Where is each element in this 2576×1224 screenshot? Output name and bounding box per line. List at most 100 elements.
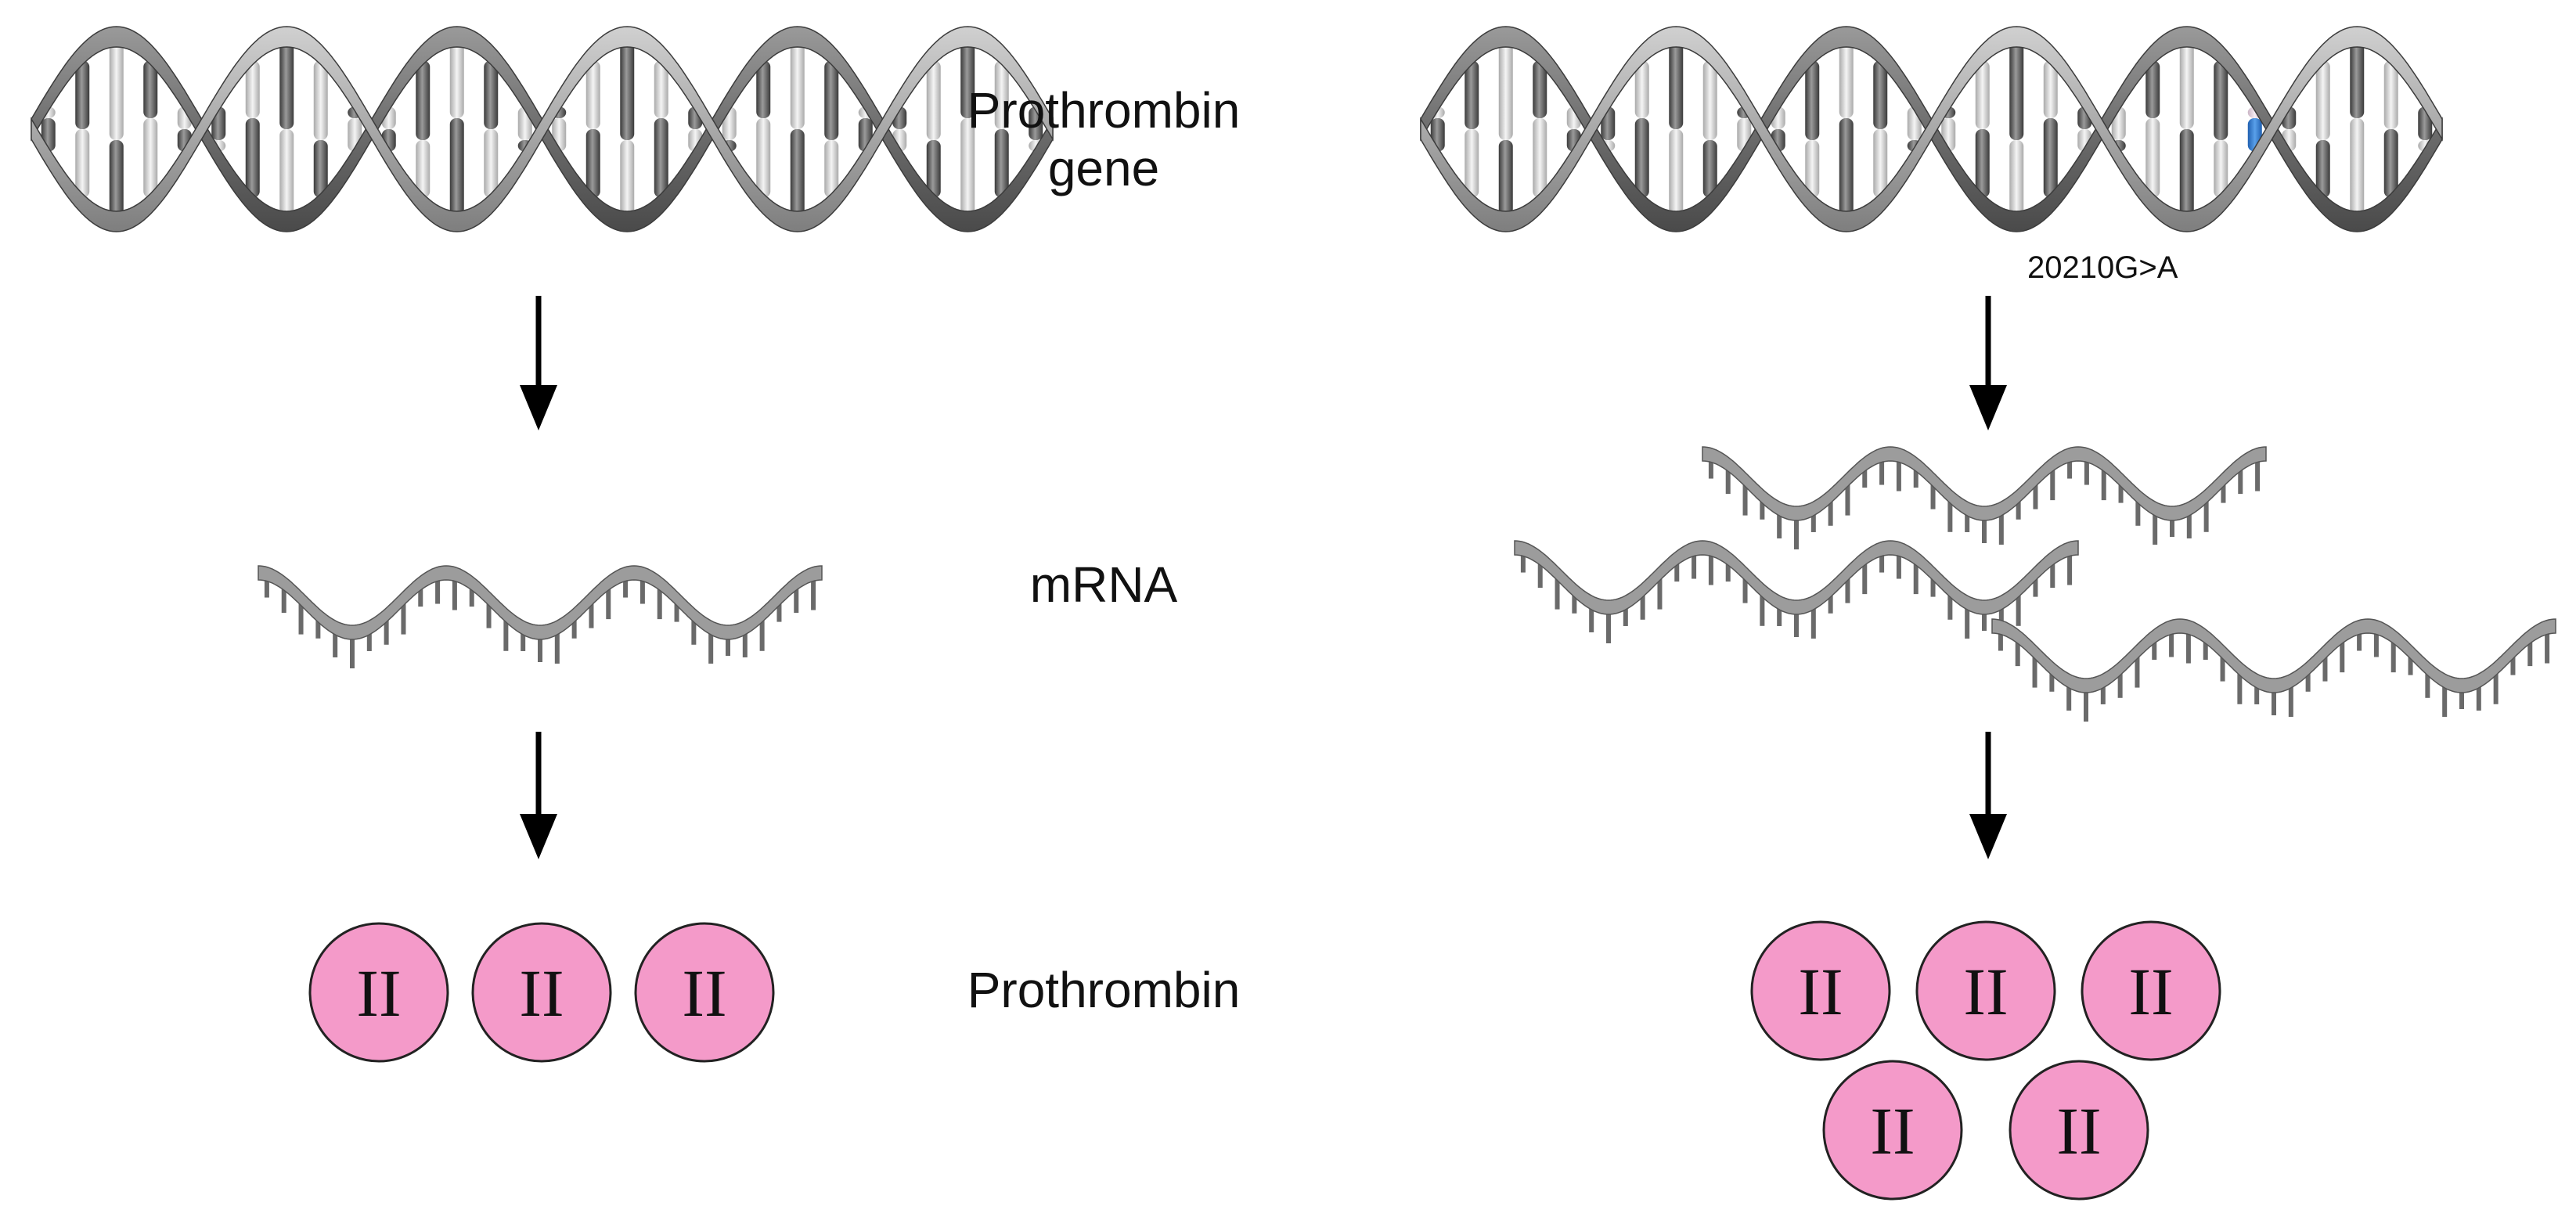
nucleotide (1725, 561, 1731, 582)
base-pair (143, 60, 158, 198)
nucleotide (281, 586, 286, 614)
nucleotide (1998, 630, 2003, 651)
nucleotide (1965, 511, 1970, 532)
nucleotide (2084, 458, 2089, 485)
nucleotide (1913, 561, 1918, 595)
protein-symbol: II (2056, 1093, 2101, 1168)
nucleotide (1810, 605, 1816, 639)
arrow-mrna-to-protein-mutant (1969, 732, 2007, 859)
nucleotide (554, 630, 560, 664)
nucleotide (794, 586, 799, 614)
base-pair (109, 43, 124, 215)
nucleotide (1982, 610, 1987, 631)
protein-mutant-3: II (2081, 920, 2221, 1061)
gene-label: Prothrombin gene (900, 81, 1307, 197)
protein-label: Prothrombin (967, 962, 1241, 1018)
base-pair (1702, 60, 1717, 198)
base-pair (960, 43, 975, 215)
nucleotide (315, 617, 321, 639)
protein-circle (1750, 920, 1891, 1061)
nucleotide (1828, 592, 1833, 614)
nucleotide (1777, 511, 1782, 538)
nucleotide (1998, 511, 2004, 545)
nucleotide (2390, 639, 2396, 673)
nucleotide (2169, 630, 2174, 657)
mrna-label: mRNA (1029, 556, 1178, 613)
nucleotide (2221, 482, 2226, 503)
nucleotide (2100, 683, 2106, 704)
nucleotide (2066, 683, 2072, 711)
mrna-strand (1702, 446, 2267, 549)
nucleotide (2118, 482, 2124, 503)
nucleotide (589, 601, 594, 628)
nucleotide (2101, 467, 2106, 501)
mrna-strand-normal-icon (258, 565, 823, 668)
nucleotide (1692, 552, 1697, 579)
base-pair (790, 43, 805, 215)
nucleotide (2135, 654, 2140, 688)
nucleotide (1930, 576, 1936, 597)
nucleotide (2373, 630, 2379, 657)
nucleotide (2033, 482, 2038, 509)
nucleotide (2067, 458, 2073, 479)
base-pair (1533, 60, 1547, 198)
base-pair (824, 60, 839, 198)
nucleotide (538, 635, 542, 662)
arrow-gene-to-mrna-normal (520, 296, 557, 430)
arrow-mrna-to-protein-normal (520, 732, 557, 859)
dna-helix-mutant-icon (1420, 26, 2443, 232)
protein-mutant-5: II (2009, 1060, 2149, 1201)
nucleotide (1896, 552, 1901, 579)
nucleotide (1657, 576, 1663, 610)
nucleotide (1708, 458, 1713, 479)
nucleotide (2288, 683, 2293, 717)
nucleotide (571, 617, 577, 639)
nucleotide (469, 586, 474, 607)
base-pair (449, 43, 464, 215)
protein-symbol: II (519, 956, 564, 1031)
nucleotide (2340, 639, 2345, 673)
nucleotide (811, 577, 816, 610)
base-pair (2043, 60, 2058, 198)
protein-symbol: II (2128, 954, 2173, 1029)
nucleotide (2237, 671, 2243, 704)
protein-symbol: II (1798, 954, 1843, 1029)
base-pair (2179, 43, 2194, 215)
nucleotide (1794, 610, 1799, 637)
nucleotide (2067, 552, 2073, 585)
nucleotide (2016, 592, 2021, 626)
base-pair (1498, 43, 1513, 215)
nucleotide (2493, 671, 2499, 704)
helix-backbone (1420, 26, 2443, 232)
nucleotide (2032, 654, 2037, 688)
nucleotide (350, 635, 355, 668)
nucleotide (435, 577, 441, 604)
nucleotide (726, 635, 730, 656)
mrna-strand (1991, 618, 2556, 722)
base-pair (484, 60, 499, 198)
protein-symbol: II (1963, 954, 2008, 1029)
nucleotide (2050, 561, 2055, 589)
arrow-gene-to-mrna-mutant (1969, 296, 2007, 430)
protein-circle (1822, 1060, 1963, 1201)
nucleotide (1845, 576, 1850, 603)
nucleotide (1965, 605, 1970, 639)
base-pair (620, 43, 635, 215)
nucleotide (1572, 592, 1577, 614)
nucleotide (1555, 576, 1560, 610)
nucleotide (2272, 689, 2276, 715)
nucleotide (2153, 511, 2158, 545)
helix-backbone (31, 26, 1054, 232)
nucleotide (486, 601, 492, 628)
protein-normal-2: II (471, 922, 612, 1063)
nucleotide (1708, 552, 1713, 585)
nucleotide (384, 617, 389, 645)
dna-helix-normal-icon (31, 26, 1054, 232)
base-pair (654, 60, 668, 198)
gene-label-line1: Prothrombin (967, 82, 1241, 139)
nucleotide (1982, 517, 1987, 543)
nucleotide (2152, 639, 2157, 661)
nucleotide (2322, 654, 2328, 682)
nucleotide (606, 586, 611, 620)
base-pair (1873, 60, 1888, 198)
